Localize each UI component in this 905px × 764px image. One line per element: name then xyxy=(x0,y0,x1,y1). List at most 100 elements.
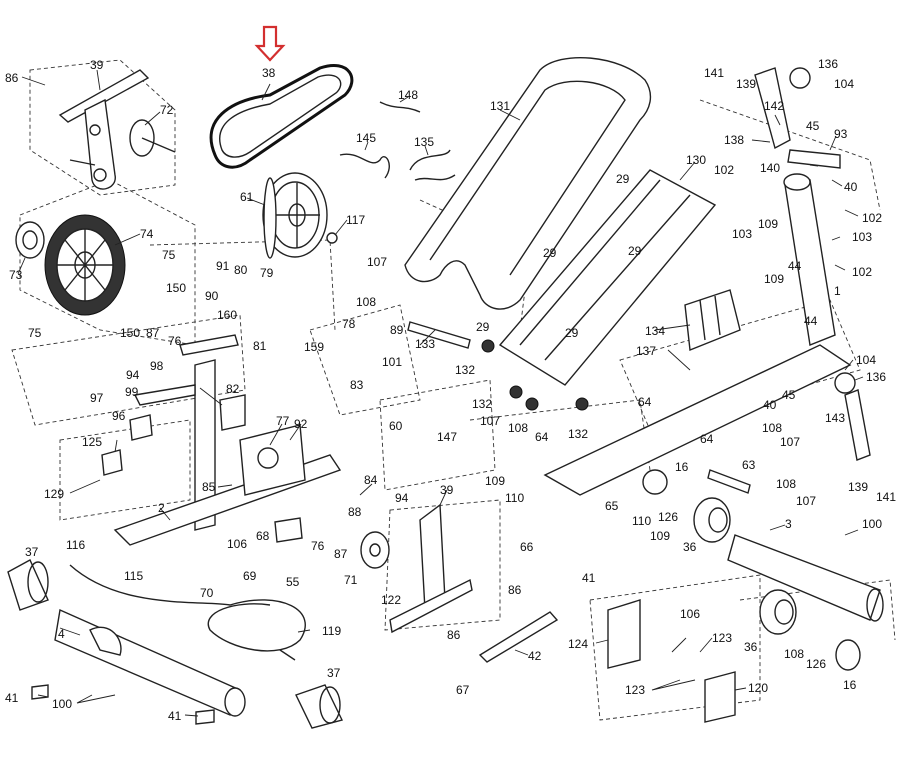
callout-133: 133 xyxy=(415,337,435,351)
callout-122: 122 xyxy=(381,593,401,607)
link-143 xyxy=(844,389,871,461)
callout-140: 140 xyxy=(760,161,780,175)
callout-85: 85 xyxy=(202,480,216,494)
roller-132d xyxy=(575,397,589,411)
callout-82: 82 xyxy=(226,382,240,396)
callout-115: 115 xyxy=(124,569,143,583)
callout-102: 102 xyxy=(862,211,882,225)
callout-29: 29 xyxy=(543,246,557,260)
callout-labels: 38 39 86 72 148 131 141 139 136 104 142 … xyxy=(5,57,896,723)
callout-138: 138 xyxy=(724,133,744,147)
callout-80: 80 xyxy=(234,263,248,277)
roller-132a xyxy=(481,339,495,353)
callout-93: 93 xyxy=(834,127,848,141)
callout-2: 2 xyxy=(158,501,165,515)
callout-119: 119 xyxy=(322,624,341,638)
callout-106: 106 xyxy=(680,607,700,621)
callout-91: 91 xyxy=(216,259,230,273)
callout-110: 110 xyxy=(632,514,651,528)
axle-93 xyxy=(787,149,841,169)
callout-136: 136 xyxy=(866,370,886,384)
callout-29: 29 xyxy=(565,326,579,340)
callout-92: 92 xyxy=(294,417,308,431)
callout-108: 108 xyxy=(776,477,796,491)
callout-65: 65 xyxy=(605,499,619,513)
callout-160: 160 xyxy=(217,308,237,322)
callout-98: 98 xyxy=(150,359,164,373)
callout-86: 86 xyxy=(447,628,461,642)
callout-87: 87 xyxy=(146,326,160,340)
callout-97: 97 xyxy=(90,391,104,405)
callout-29: 29 xyxy=(628,244,642,258)
callout-38: 38 xyxy=(262,66,276,80)
callout-29: 29 xyxy=(476,320,490,334)
hub-73 xyxy=(15,221,45,259)
callout-78: 78 xyxy=(342,317,356,331)
handlebar xyxy=(404,56,652,310)
callout-83: 83 xyxy=(350,378,364,392)
end-cap-36b xyxy=(759,589,797,635)
callout-88: 88 xyxy=(348,505,362,519)
callout-94: 94 xyxy=(126,368,140,382)
cable-145 xyxy=(339,153,390,179)
callout-90: 90 xyxy=(205,289,219,303)
down-arrow-icon xyxy=(254,25,286,62)
callout-116: 116 xyxy=(66,538,85,552)
disc-71 xyxy=(360,531,390,569)
callout-135: 135 xyxy=(414,135,434,149)
callout-107: 107 xyxy=(480,414,500,428)
callout-41: 41 xyxy=(168,709,182,723)
callout-73: 73 xyxy=(9,268,23,282)
callout-100: 100 xyxy=(52,697,72,711)
callout-101: 101 xyxy=(382,355,402,369)
wheel-37a xyxy=(7,559,49,611)
cable-135 xyxy=(409,149,456,181)
callout-68: 68 xyxy=(256,529,270,543)
nut-117 xyxy=(326,232,338,244)
callout-124: 124 xyxy=(568,637,588,651)
cap-16b xyxy=(835,639,861,671)
callout-42: 42 xyxy=(528,649,542,663)
callout-136: 136 xyxy=(818,57,838,71)
axle-tube xyxy=(407,321,471,349)
idler-bracket xyxy=(58,69,150,190)
callout-132: 132 xyxy=(568,427,588,441)
callout-132: 132 xyxy=(472,397,492,411)
callout-109: 109 xyxy=(764,272,784,286)
callout-109: 109 xyxy=(650,529,670,543)
callout-106: 106 xyxy=(227,537,247,551)
callout-139: 139 xyxy=(736,77,756,91)
callout-117: 117 xyxy=(346,213,365,227)
callout-16: 16 xyxy=(675,460,689,474)
callout-108: 108 xyxy=(508,421,528,435)
callout-76: 76 xyxy=(168,334,182,348)
callout-150: 150 xyxy=(166,281,186,295)
callout-86: 86 xyxy=(508,583,522,597)
callout-36: 36 xyxy=(683,540,697,554)
callout-77: 77 xyxy=(276,414,290,428)
callout-148: 148 xyxy=(398,88,418,102)
callout-41: 41 xyxy=(582,571,596,585)
callout-55: 55 xyxy=(286,575,300,589)
callout-107: 107 xyxy=(796,494,816,508)
callout-40: 40 xyxy=(763,398,777,412)
callout-64: 64 xyxy=(700,432,714,446)
pedal-arm-39 xyxy=(389,503,473,634)
callout-4: 4 xyxy=(58,627,65,641)
callout-125: 125 xyxy=(82,435,102,449)
callout-103: 103 xyxy=(732,227,752,241)
callout-1: 1 xyxy=(834,284,841,298)
callout-37: 37 xyxy=(25,545,39,559)
callout-29: 29 xyxy=(616,172,630,186)
cable-148 xyxy=(379,101,421,113)
callout-108: 108 xyxy=(762,421,782,435)
callout-67: 67 xyxy=(456,683,470,697)
callout-64: 64 xyxy=(638,395,652,409)
callout-102: 102 xyxy=(714,163,734,177)
callout-110: 110 xyxy=(505,491,524,505)
callout-41: 41 xyxy=(5,691,19,705)
bracket-82 xyxy=(219,394,246,431)
wheel-37b xyxy=(295,684,344,729)
callout-132: 132 xyxy=(455,363,475,377)
callout-66: 66 xyxy=(520,540,534,554)
